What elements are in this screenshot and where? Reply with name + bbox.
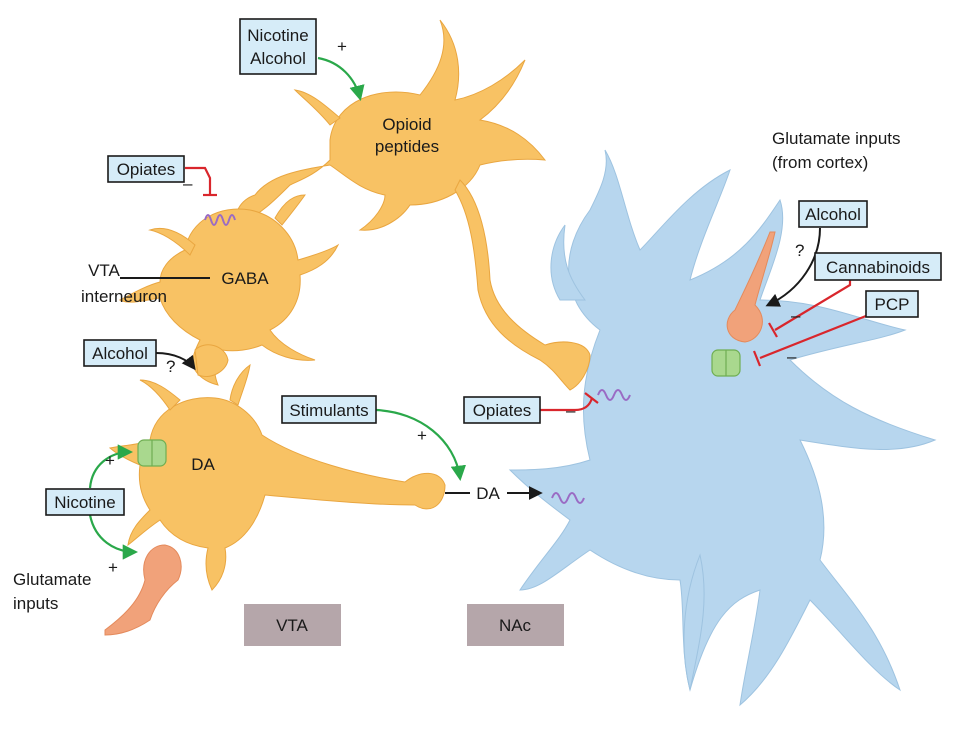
vta-interneuron-label-line1: VTA [88, 261, 120, 280]
alcohol-box-right: Alcohol [798, 200, 868, 228]
region-vta-label: VTA [276, 616, 308, 635]
minus-sign-cannabinoids: – [791, 306, 801, 325]
glutamate-inputs-right-line1: Glutamate inputs [772, 129, 901, 148]
glutamate-terminal-left [104, 544, 182, 636]
dopamine-receptor-nac [551, 492, 585, 504]
alcohol-box-left: Alcohol [83, 339, 157, 367]
opiates-label-mid: Opiates [473, 401, 532, 420]
cannabinoids-label: Cannabinoids [826, 258, 930, 277]
question-mark-left: ? [166, 357, 175, 376]
da-cell-label: DA [191, 455, 215, 474]
da-neuron [108, 344, 446, 591]
stimulants-label: Stimulants [289, 401, 368, 420]
opiates-inhibit-nac-bar [584, 392, 599, 404]
pcp-label: PCP [875, 295, 910, 314]
region-vta: VTA [244, 604, 341, 646]
opioid-receptor-gaba [204, 214, 236, 226]
cannabinoids-inhibit-bar [768, 322, 778, 338]
opioid-peptide-neuron [235, 19, 591, 391]
pcp-inhibit-bar [752, 350, 762, 367]
alcohol-to-gaba-terminal-arrow [155, 352, 196, 371]
minus-sign-gaba: – [183, 174, 193, 193]
opioid-label-line1: Opioid [382, 115, 431, 134]
alcohol-label-right: Alcohol [805, 205, 861, 224]
nicotine-label-left: Nicotine [54, 493, 115, 512]
plus-sign-stimulants: + [417, 426, 427, 445]
alcohol-label-left: Alcohol [92, 344, 148, 363]
stimulants-to-da-arrow [375, 408, 467, 482]
plus-sign-opioid: + [337, 37, 347, 56]
alcohol-label-top: Alcohol [250, 49, 306, 68]
vta-interneuron-label-line2: interneuron [81, 287, 167, 306]
pcp-box: PCP [865, 290, 919, 318]
region-nac: NAc [467, 604, 564, 646]
glutamate-inputs-right-line2: (from cortex) [772, 153, 868, 172]
opiates-inhibit-nac [540, 397, 594, 412]
gaba-interneuron [118, 194, 340, 386]
opioid-label-line2: peptides [375, 137, 439, 156]
plus-sign-nicotine-upper: + [105, 451, 115, 470]
opioid-receptor-nac [597, 389, 631, 401]
cannabinoids-box: Cannabinoids [814, 252, 942, 281]
minus-sign-pcp: – [787, 347, 797, 366]
alcohol-to-glutamate-terminal-arrow [765, 227, 821, 307]
glutamate-terminal-right [726, 231, 776, 343]
cannabinoids-inhibit [774, 280, 852, 331]
pcp-inhibit [759, 310, 877, 360]
nicotine-to-glutamate-arrow [88, 514, 139, 560]
nicotinic-receptor [137, 439, 167, 467]
opiates-box-left: Opiates [107, 155, 185, 183]
nicotine-box-left: Nicotine [45, 488, 125, 516]
nicotine-label-top: Nicotine [247, 26, 308, 45]
nicotine-to-receptor-arrow [88, 444, 134, 489]
nicotine-alcohol-to-opioid-arrow [317, 56, 365, 101]
nicotine-alcohol-box: Nicotine Alcohol [239, 18, 317, 75]
da-release-label: DA [476, 484, 500, 503]
question-mark-right: ? [795, 241, 804, 260]
gaba-label: GABA [221, 269, 269, 288]
opiates-inhibit-gaba [185, 166, 212, 195]
plus-sign-nicotine-lower: + [108, 558, 118, 577]
nmda-receptor [711, 349, 741, 377]
opiates-label-left: Opiates [117, 160, 176, 179]
region-nac-label: NAc [499, 616, 532, 635]
opiates-box-mid: Opiates [463, 396, 541, 424]
glutamate-inputs-left-line1: Glutamate [13, 570, 91, 589]
nac-medium-spiny-neuron [508, 149, 937, 707]
minus-sign-opiates-nac: – [566, 401, 576, 420]
glutamate-inputs-left-line2: inputs [13, 594, 58, 613]
stimulants-box: Stimulants [281, 395, 377, 424]
